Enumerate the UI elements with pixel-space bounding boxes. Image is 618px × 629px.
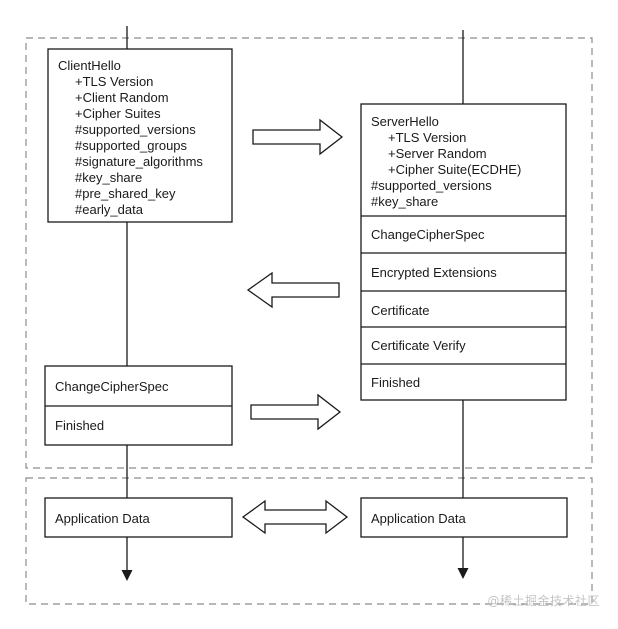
client-hello-box: ClientHello +TLS Version +Client Random … (47, 48, 233, 223)
client-hello-extension: #supported_groups (75, 138, 188, 153)
server-application-data: Application Data (371, 511, 466, 526)
server-application-data-box: Application Data (360, 497, 568, 538)
server-hello-field: +Cipher Suite(ECDHE) (388, 162, 521, 177)
server-finished: Finished (371, 375, 420, 390)
client-hello-arrow-right-icon (252, 118, 344, 156)
client-hello-field: +Cipher Suites (75, 106, 161, 121)
server-change-cipher-spec: ChangeCipherSpec (371, 227, 485, 242)
watermark: @稀土掘金技术社区 (487, 594, 600, 608)
server-certificate-verify: Certificate Verify (371, 338, 466, 353)
client-hello-extension: #key_share (75, 170, 142, 185)
client-hello-field: +Client Random (75, 90, 169, 105)
client-hello-field: +TLS Version (75, 74, 153, 89)
server-hello-title: ServerHello (371, 114, 439, 129)
client-hello-title: ClientHello (58, 58, 121, 73)
client-change-cipher-spec: ChangeCipherSpec (55, 379, 169, 394)
server-hello-field: +TLS Version (388, 130, 466, 145)
server-certificate: Certificate (371, 303, 430, 318)
client-finished: Finished (55, 418, 104, 433)
application-data-double-arrow-icon (241, 499, 349, 535)
server-hello-extension: #key_share (371, 194, 438, 209)
client-lifeline-arrowhead (121, 570, 133, 581)
client-finished-arrow-right-icon (250, 393, 342, 431)
server-hello-field: +Server Random (388, 146, 487, 161)
client-application-data-box: Application Data (44, 497, 233, 538)
client-hello-extension: #early_data (75, 202, 144, 217)
client-hello-extension: #signature_algorithms (75, 154, 203, 169)
client-finish-stack: ChangeCipherSpec Finished (44, 365, 233, 446)
application-data-region (25, 477, 593, 605)
server-hello-extension: #supported_versions (371, 178, 492, 193)
client-hello-extension: #supported_versions (75, 122, 196, 137)
server-response-arrow-left-icon (246, 271, 340, 309)
client-hello-extension: #pre_shared_key (75, 186, 176, 201)
server-message-stack: ServerHello +TLS Version +Server Random … (360, 103, 567, 401)
client-application-data: Application Data (55, 511, 150, 526)
handshake-region (25, 37, 593, 469)
server-lifeline-arrowhead (457, 568, 469, 579)
server-encrypted-extensions: Encrypted Extensions (371, 265, 497, 280)
